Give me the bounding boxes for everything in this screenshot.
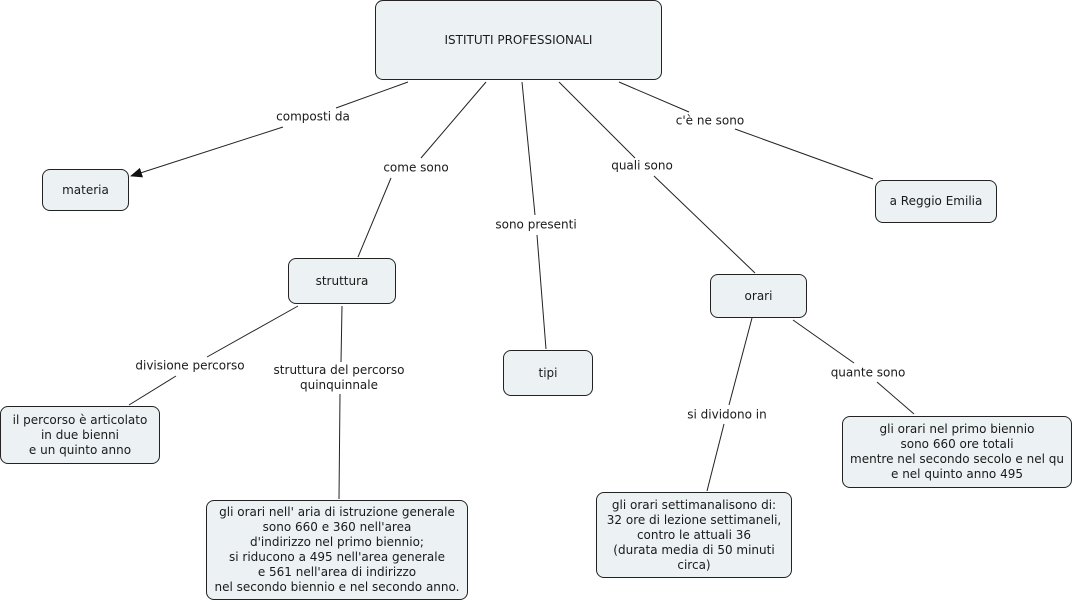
link-line-come-sono-top	[420, 81, 487, 159]
link-line-quante-sono-top	[792, 319, 855, 364]
node-orari-istruzione-generale[interactable]: gli orari nell' aria di istruzione gener…	[206, 500, 468, 600]
link-label-come-sono[interactable]: come sono	[381, 160, 451, 176]
node-struttura[interactable]: struttura	[288, 258, 396, 304]
node-orari-primo-biennio[interactable]: gli orari nel primo biennio sono 660 ore…	[842, 416, 1072, 488]
node-orari[interactable]: orari	[710, 274, 807, 318]
link-line-struttura-percorso-top	[340, 305, 343, 363]
link-line-divisione-percorso-bottom	[128, 375, 177, 406]
node-tipi[interactable]: tipi	[503, 350, 593, 396]
link-line-quali-sono-bottom	[653, 175, 756, 274]
link-line-composti-da-arrow	[130, 126, 284, 178]
link-line-ce-ne-sono-bottom	[734, 128, 874, 180]
link-line-composti-da-top	[335, 81, 409, 109]
link-label-si-dividono-in[interactable]: si dividono in	[685, 407, 769, 423]
link-line-si-dividono-bottom	[706, 423, 725, 492]
link-line-divisione-percorso-top	[206, 305, 299, 358]
node-percorso-articolato[interactable]: il percorso è articolato in due bienni e…	[0, 406, 160, 464]
link-label-struttura-percorso[interactable]: struttura del percorso quinquinnale	[271, 363, 407, 393]
link-label-divisione-percorso[interactable]: divisione percorso	[133, 358, 247, 374]
link-line-quante-sono-bottom	[876, 381, 915, 415]
node-istituti-professionali[interactable]: ISTITUTI PROFESSIONALI	[375, 0, 662, 80]
link-line-ce-ne-sono-top	[618, 81, 690, 113]
link-label-quante-sono[interactable]: quante sono	[828, 365, 908, 381]
node-a-reggio-emilia[interactable]: a Reggio Emilia	[875, 180, 997, 223]
link-label-sono-presenti[interactable]: sono presenti	[493, 217, 579, 233]
node-materia[interactable]: materia	[42, 169, 129, 211]
link-line-si-dividono-top	[728, 317, 753, 406]
link-label-ce-ne-sono[interactable]: c'è ne sono	[673, 113, 747, 129]
link-line-quali-sono-top	[558, 81, 636, 159]
link-label-quali-sono[interactable]: quali sono	[609, 158, 675, 174]
link-line-sono-presenti-bottom	[536, 234, 547, 350]
link-line-struttura-percorso-bottom	[338, 393, 341, 500]
node-orari-settimanali[interactable]: gli orari settimanalisono di: 32 ore di …	[596, 492, 792, 578]
link-line-sono-presenti-top	[521, 81, 536, 216]
link-label-composti-da[interactable]: composti da	[274, 109, 352, 125]
link-line-come-sono-bottom	[357, 177, 392, 258]
